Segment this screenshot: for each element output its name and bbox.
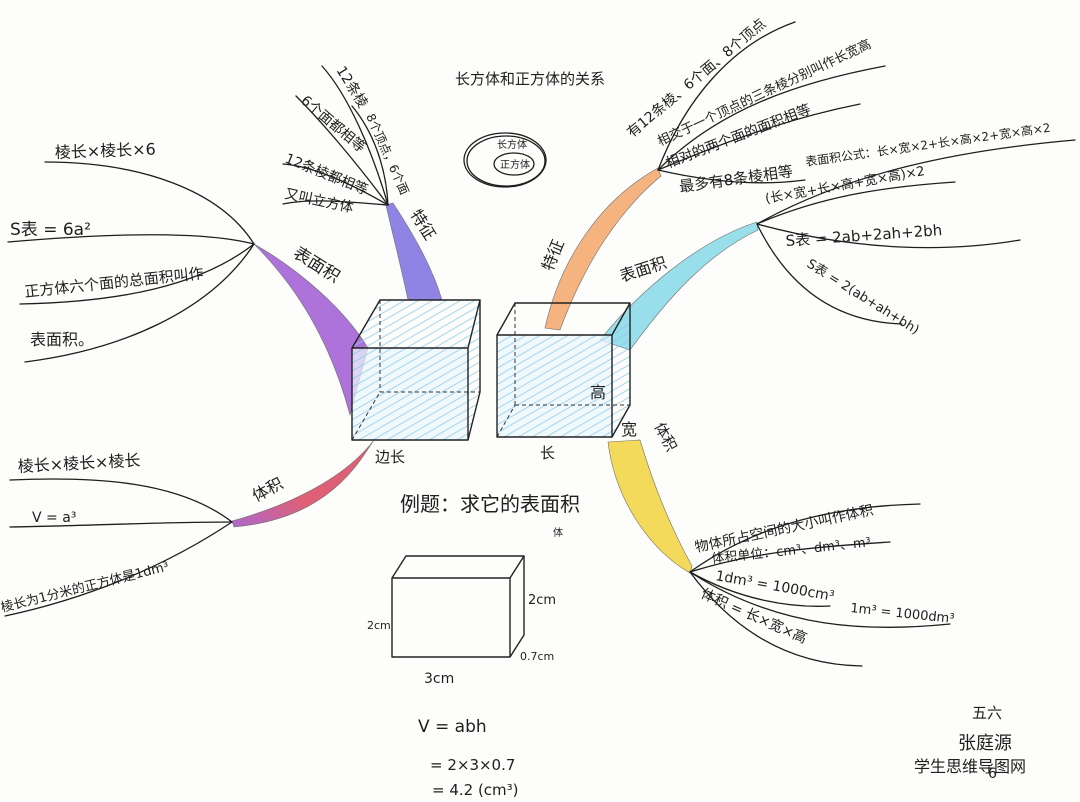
- cube-drawing: [351, 299, 481, 441]
- connector-line: [756, 223, 1021, 249]
- cuboid-volume-label: 体积: [650, 419, 680, 454]
- solution-line: V = abh: [418, 717, 487, 737]
- connector-line: [295, 95, 389, 206]
- cuboid-front-hatch: [497, 335, 612, 437]
- cuboid-features-label: 特征: [538, 237, 568, 274]
- cube-volume-connectors: [4, 478, 233, 617]
- cuboid-hidden-edge: [496, 404, 516, 438]
- cube-edge-label: 边长: [375, 448, 405, 466]
- connector-line: [7, 234, 255, 245]
- connector-line: [756, 139, 1076, 225]
- cube-volume-label: 体积: [249, 474, 286, 506]
- connector-line: [689, 571, 863, 667]
- example-box: [391, 555, 525, 658]
- connector-line: [19, 243, 255, 305]
- cube-volume-branch: [231, 439, 375, 528]
- connector-line: [24, 243, 255, 363]
- cube-features-connectors: [282, 65, 389, 206]
- connector-line: [657, 169, 806, 184]
- cuboid-top-edges: [496, 302, 631, 336]
- cube-side-edges: [467, 300, 481, 441]
- solution-line: = 4.2 (cm³): [432, 781, 519, 799]
- cube-volume-item: V = a³: [32, 510, 76, 526]
- connector-line: [9, 478, 233, 523]
- connector-line: [689, 503, 921, 573]
- cuboid-side-edges: [611, 303, 631, 438]
- cube-surface-area-branch: [253, 243, 369, 417]
- cuboid-volume-connectors: [689, 503, 951, 667]
- cuboid-width-label: 宽: [621, 420, 637, 439]
- outer-oval-stroke: [466, 135, 546, 187]
- cube-surface-area-item: 表面积。: [30, 330, 94, 349]
- connector-line: [689, 571, 831, 607]
- cube-volume-item: 棱长×棱长×棱长: [17, 451, 141, 476]
- center-inner-label: 正方体: [500, 158, 530, 171]
- cuboid-volume-item: 1m³ = 1000dm³: [850, 601, 956, 627]
- cube-front-hatch: [352, 348, 468, 440]
- connector-line: [44, 161, 255, 245]
- author-class: 五六: [972, 704, 1002, 722]
- cuboid-features-connectors: [657, 21, 886, 184]
- connector-line: [689, 541, 891, 573]
- cuboid-volume-branch: [607, 439, 693, 574]
- page-title: 长方体和正方体的关系: [455, 70, 605, 88]
- cube-side-hatch: [468, 300, 480, 440]
- cube-surface-area-connectors: [7, 161, 255, 363]
- example-height-right: 2cm: [528, 593, 556, 608]
- cuboid-side-hatch: [612, 303, 630, 437]
- connector-line: [689, 571, 951, 629]
- cube-surface-area-item: 正方体六个面的总面积叫作: [24, 264, 205, 301]
- cube-features-branch: [385, 202, 443, 301]
- cuboid-surface-area-item: S表 = 2ab+2ah+2bh: [785, 221, 943, 250]
- cuboid-length-label: 长: [540, 444, 555, 462]
- cuboid-features-branch: [544, 167, 662, 331]
- watermark: 学生思维导图网: [914, 757, 1026, 776]
- example-length: 3cm: [424, 671, 454, 687]
- connector-line: [282, 163, 389, 206]
- page-mark: 6: [988, 766, 997, 782]
- example-box-front: [391, 577, 511, 658]
- cube-volume-item: 棱长为1分米的正方体是1dm³: [0, 559, 171, 616]
- cube-hidden-edge: [351, 391, 381, 441]
- connector-line: [4, 521, 233, 617]
- solution-line: = 2×3×0.7: [430, 756, 515, 774]
- cube-surface-area-item: 棱长×棱长×6: [54, 139, 156, 162]
- example-box-top: [391, 555, 525, 579]
- cube-top-edges: [351, 299, 481, 349]
- center-outer-label: 长方体: [497, 138, 527, 151]
- author-name: 张庭源: [958, 733, 1012, 754]
- connector-line: [9, 521, 233, 528]
- example-question: 例题：求它的表面积: [400, 492, 580, 516]
- cube-front-edges: [351, 347, 469, 441]
- connector-line: [657, 103, 861, 171]
- example-box-side: [509, 556, 525, 658]
- cuboid-drawing: [496, 302, 631, 438]
- center-oval: 长方体 正方体: [463, 132, 547, 188]
- connector-line: [321, 65, 389, 206]
- connector-line: [756, 181, 956, 225]
- connector-line: [282, 200, 389, 206]
- cube-top-hatch: [352, 300, 480, 348]
- connector-line: [351, 105, 389, 206]
- example-height-left: 2cm: [367, 619, 391, 632]
- example-width: 0.7cm: [520, 650, 554, 663]
- cuboid-surface-area-item: S表 = 2(ab+ah+bh): [804, 257, 922, 338]
- cuboid-front-edges: [496, 334, 613, 438]
- inner-oval: [493, 152, 535, 176]
- cube-surface-area-item: S表 = 6a²: [10, 220, 91, 240]
- example-correction: 体: [553, 527, 563, 539]
- cube-feature-item: 又叫立方体: [283, 186, 355, 216]
- cuboid-height-label: 高: [590, 383, 606, 402]
- connector-line: [657, 21, 796, 171]
- outer-oval: [463, 132, 547, 188]
- cuboid-surface-area-connectors: [756, 139, 1076, 325]
- connector-line: [657, 65, 886, 171]
- connector-line: [756, 223, 903, 325]
